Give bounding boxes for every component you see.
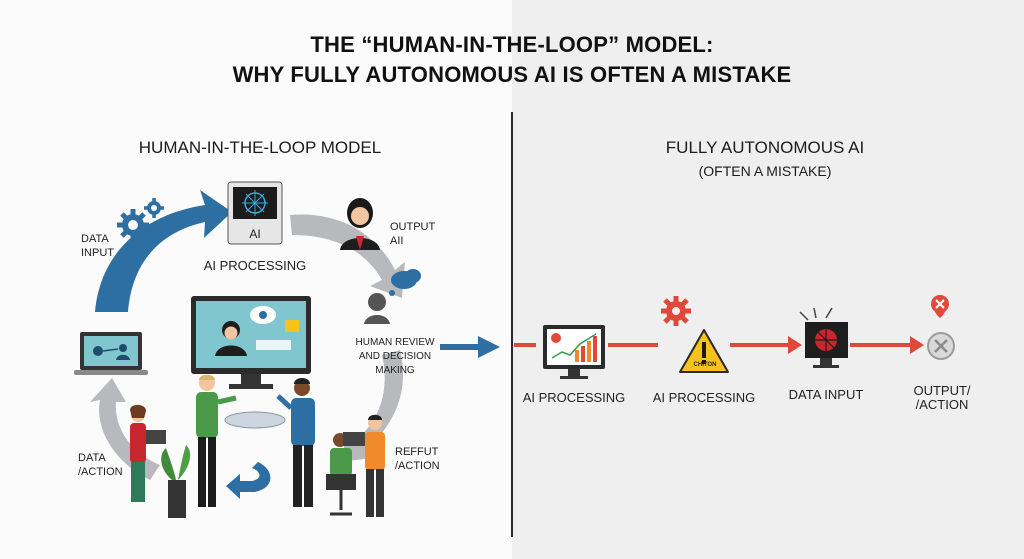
human-review-label-1: HUMAN REVIEW bbox=[355, 337, 435, 348]
step-4-label-2: /ACTION bbox=[915, 397, 969, 412]
meeting-table bbox=[224, 411, 286, 429]
blue-arrow-bottom bbox=[226, 462, 271, 499]
main-title-line-2: WHY FULLY AUTONOMOUS AI IS OFTEN A MISTA… bbox=[232, 62, 792, 87]
ai-processing-label: AI PROCESSING bbox=[203, 258, 307, 273]
person-woman-red bbox=[130, 404, 166, 502]
thinking-person-icon bbox=[364, 269, 421, 324]
human-review-label-2: AND DECISION bbox=[358, 351, 432, 362]
step-2-label: AI PROCESSING bbox=[652, 390, 756, 405]
person-man-green bbox=[196, 374, 237, 507]
gears-icon bbox=[117, 198, 164, 241]
step-3-label: DATA INPUT bbox=[788, 387, 864, 402]
reffut-label-2: /ACTION bbox=[395, 460, 440, 472]
gray-arrow-left bbox=[90, 378, 160, 480]
center-divider bbox=[511, 112, 513, 537]
main-title-line-1: THE “HUMAN-IN-THE-LOOP” MODEL: bbox=[310, 32, 714, 57]
chart-monitor-icon bbox=[543, 325, 605, 379]
data-action-label-2: /ACTION bbox=[78, 466, 123, 478]
error-pin-icon bbox=[931, 295, 949, 318]
human-review-label-3: MAKING bbox=[375, 365, 415, 376]
red-flow-line bbox=[514, 336, 924, 354]
gray-arrow-top bbox=[290, 214, 405, 298]
blue-loop-arrow bbox=[95, 190, 232, 312]
gray-x-circle-icon bbox=[927, 332, 955, 360]
output-label-1: OUTPUT bbox=[390, 221, 436, 233]
step-1-label: AI PROCESSING bbox=[522, 390, 626, 405]
caution-sign-text: CHITON bbox=[693, 362, 717, 368]
person-orange bbox=[365, 414, 385, 517]
transition-arrow bbox=[440, 336, 500, 358]
loop-diagram bbox=[74, 181, 500, 518]
red-gear-icon bbox=[661, 296, 691, 326]
woman-avatar-icon bbox=[340, 198, 380, 250]
data-action-label-1: DATA bbox=[78, 452, 106, 464]
gray-arrow-right bbox=[340, 350, 404, 462]
autonomous-pipeline bbox=[514, 295, 955, 379]
caution-sign-icon bbox=[679, 329, 729, 373]
laptop-icon bbox=[74, 332, 148, 375]
data-input-label-2: INPUT bbox=[81, 247, 114, 259]
step-4-label-1: OUTPUT/ bbox=[913, 383, 971, 398]
output-label-2: AII bbox=[390, 235, 404, 247]
broken-monitor-icon bbox=[799, 307, 848, 368]
right-heading-line-2: (OFTEN A MISTAKE) bbox=[698, 163, 832, 179]
left-heading: HUMAN-IN-THE-LOOP MODEL bbox=[138, 138, 382, 157]
main-title: THE “HUMAN-IN-THE-LOOP” MODEL: WHY FULLY… bbox=[150, 30, 874, 90]
person-man-blue bbox=[276, 378, 315, 507]
plant-icon bbox=[161, 445, 191, 518]
center-monitor-icon bbox=[191, 296, 311, 389]
right-heading-line-1: FULLY AUTONOMOUS AI bbox=[665, 138, 865, 157]
ai-chip-label: AI bbox=[249, 227, 261, 241]
ai-chip-icon bbox=[227, 181, 283, 245]
right-panel-background bbox=[512, 0, 1024, 559]
person-seated-laptop bbox=[326, 432, 365, 516]
data-input-label-1: DATA bbox=[81, 233, 109, 245]
reffut-label-1: REFFUT bbox=[395, 446, 439, 458]
